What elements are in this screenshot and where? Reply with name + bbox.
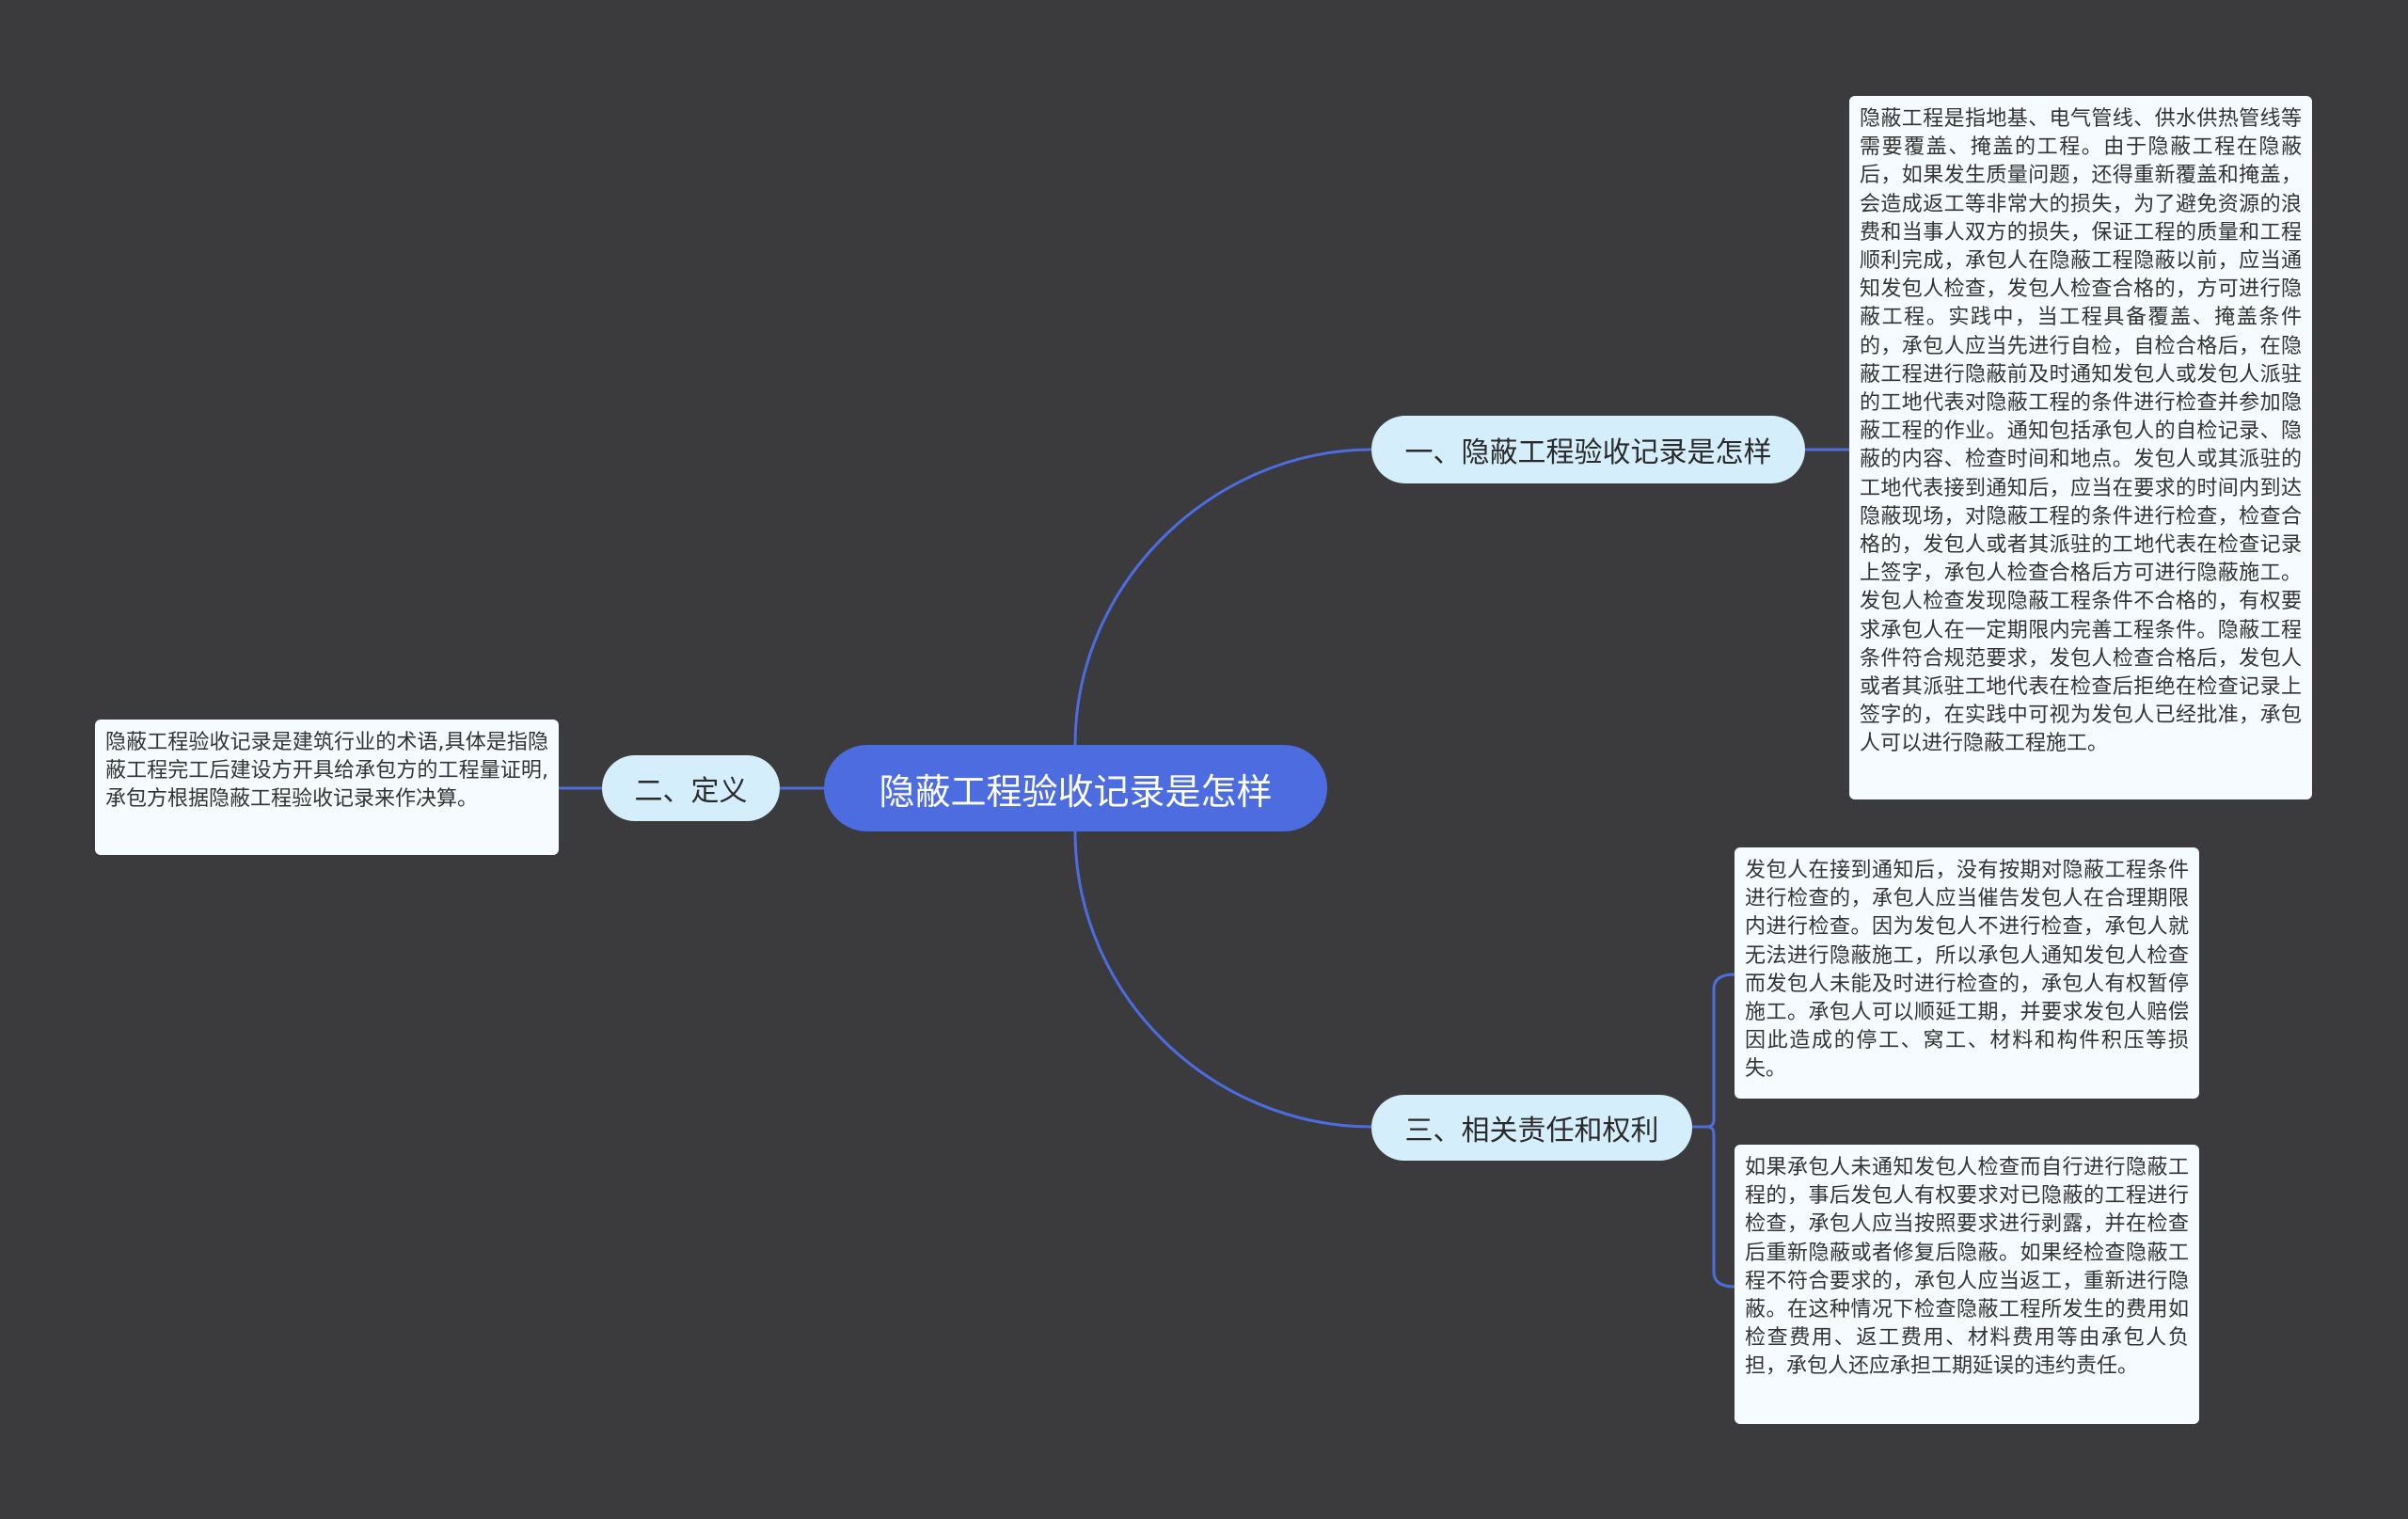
- note-branch3-1: 发包人在接到通知后，没有按期对隐蔽工程条件进行检查的，承包人应当催告发包人在合理…: [1735, 847, 2199, 1099]
- note-branch3-2: 如果承包人未通知发包人检查而自行进行隐蔽工程的，事后发包人有权要求对已隐蔽的工程…: [1735, 1145, 2199, 1424]
- note-branch1-1: 隐蔽工程是指地基、电气管线、供水供热管线等需要覆盖、掩盖的工程。由于隐蔽工程在隐…: [1849, 96, 2312, 799]
- root-topic[interactable]: 隐蔽工程验收记录是怎样: [824, 745, 1327, 831]
- link-root-branch1: [1073, 448, 1372, 746]
- link-root-branch3: [1073, 831, 1372, 1129]
- note-branch2-1: 隐蔽工程验收记录是建筑行业的术语,具体是指隐蔽工程完工后建设方开具给承包方的工程…: [95, 720, 559, 855]
- branch-topic-1[interactable]: 一、隐蔽工程验收记录是怎样: [1371, 416, 1805, 483]
- link-branch3-note2: [1706, 1125, 1735, 1289]
- branch-topic-2[interactable]: 二、定义: [602, 755, 780, 821]
- link-branch3-note1: [1692, 973, 1735, 1129]
- branch-topic-3[interactable]: 三、相关责任和权利: [1371, 1095, 1692, 1161]
